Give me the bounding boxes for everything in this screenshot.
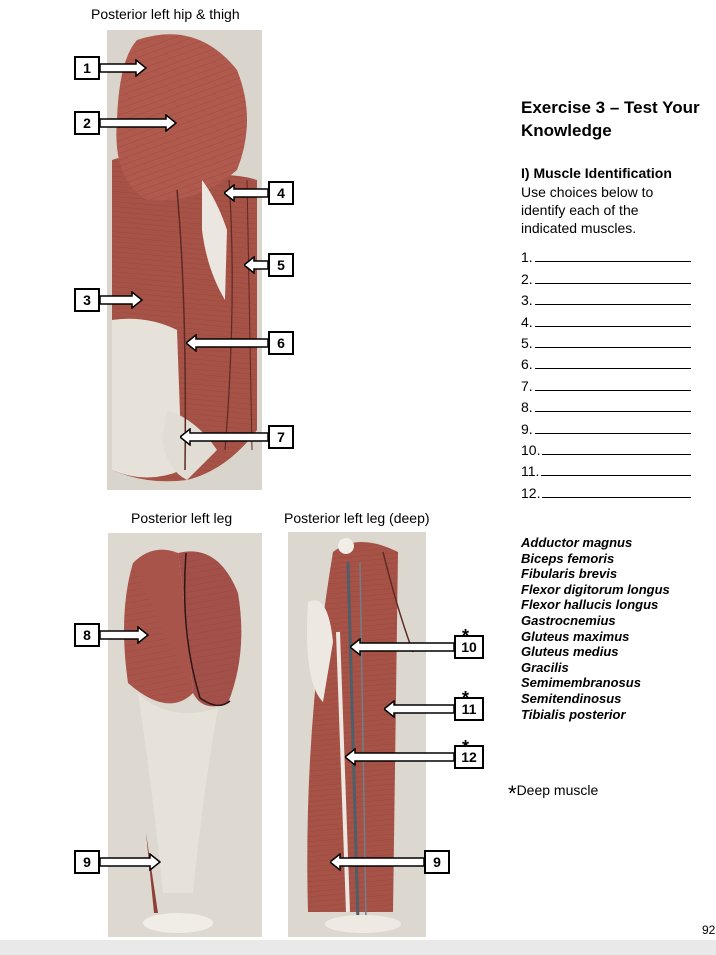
marker-11: 11 [454,697,484,721]
answer-number: 5. [521,334,533,351]
answer-row-5[interactable]: 5. [521,330,691,351]
answer-line [542,496,691,498]
choice-item: Semitendinosus [521,690,622,706]
figure-caption-leg: Posterior left leg [131,510,233,526]
answer-number: 11. [521,463,540,480]
answer-number: 2. [521,270,533,287]
marker-4: 4 [268,181,294,205]
arrow-5 [244,256,269,274]
arrow-12 [345,748,455,766]
deep-marker-10: * [462,626,470,646]
answer-row-11[interactable]: 11. [521,458,691,479]
choice-item: Gluteus medius [521,644,619,660]
arrow-9-right [330,853,425,871]
answer-line [534,304,691,306]
choice-item: Biceps femoris [521,550,615,566]
marker-8: 8 [74,623,100,647]
marker-9-right: 9 [424,850,450,874]
answer-number: 12. [521,484,541,501]
answer-row-8[interactable]: 8. [521,394,691,415]
answer-line [534,261,691,263]
arrow-1 [100,59,148,77]
choice-item: Flexor digitorum longus [521,581,670,597]
hip-thigh-photo [107,30,262,490]
choice-item: Flexor hallucis longus [521,597,659,613]
answer-number: 6. [521,356,533,373]
deep-marker-12: * [462,737,470,757]
answer-number: 3. [521,292,533,309]
instructions: Use choices below to identify each of th… [521,184,654,236]
choice-item: Semimembranosus [521,675,641,691]
choice-item: Tibialis posterior [521,706,626,722]
marker-2: 2 [74,111,100,135]
answer-number: 9. [521,420,533,437]
answer-number: 4. [521,313,533,330]
figure-caption-hip-thigh: Posterior left hip & thigh [91,6,240,22]
muscle-choices: Adductor magnus Biceps femoris Fibularis… [521,535,670,722]
leg-deep-photo [288,532,426,937]
answer-row-7[interactable]: 7. [521,372,691,394]
arrow-6 [186,334,269,352]
answer-number: 8. [521,399,533,416]
answer-row-12[interactable]: 12. [521,479,691,501]
marker-6: 6 [268,331,294,355]
page-number: 92 [702,923,716,937]
answer-line [534,432,691,434]
answer-row-10[interactable]: 10. [521,437,691,458]
answer-number: 1. [521,249,533,266]
marker-12: 12 [454,745,484,769]
arrow-9-left [100,853,162,871]
footnote: *Deep muscle [508,781,598,807]
marker-10: 10 [454,635,484,659]
answer-row-4[interactable]: 4. [521,308,691,330]
answer-number: 10. [521,441,541,458]
choice-item: Gastrocnemius [521,612,616,628]
figure-caption-leg-deep: Posterior left leg (deep) [284,510,430,526]
answer-line [534,368,691,370]
marker-1: 1 [74,56,100,80]
leg-photo [108,533,262,937]
answer-line [534,325,691,327]
arrow-7 [180,428,269,446]
answer-line [534,411,691,413]
arrow-2 [100,114,178,132]
marker-7: 7 [268,425,294,449]
choice-item: Adductor magnus [521,535,633,550]
marker-9-left: 9 [74,850,100,874]
footnote-symbol: * [508,781,517,806]
arrow-10 [350,638,455,656]
answer-row-1[interactable]: 1. [521,244,691,265]
answer-row-9[interactable]: 9. [521,415,691,437]
exercise-title: Exercise 3 – Test Your Knowledge [521,98,700,140]
marker-3: 3 [74,288,100,312]
answer-number: 7. [521,377,533,394]
answer-line [534,282,691,284]
arrow-4 [224,184,269,202]
answer-line [534,346,691,348]
deep-marker-11: * [462,688,470,708]
answer-blanks: 1. 2. 3. 4. 5. 6. 7. 8. 9. 10. 11. 12. [521,244,691,501]
answer-row-6[interactable]: 6. [521,351,691,372]
choice-item: Fibularis brevis [521,566,618,582]
answer-line [534,389,691,391]
arrow-3 [100,291,144,309]
footnote-text: Deep muscle [516,782,599,798]
arrow-11 [384,700,455,718]
arrow-8 [100,626,150,644]
answer-line [541,475,691,477]
answer-row-3[interactable]: 3. [521,287,691,308]
section-heading: I) Muscle Identification [521,165,672,181]
choice-item: Gracilis [521,659,569,675]
answer-line [542,453,691,455]
choice-item: Gluteus maximus [521,628,630,644]
answer-row-2[interactable]: 2. [521,265,691,287]
bottom-bar [0,940,716,955]
marker-5: 5 [268,253,294,277]
